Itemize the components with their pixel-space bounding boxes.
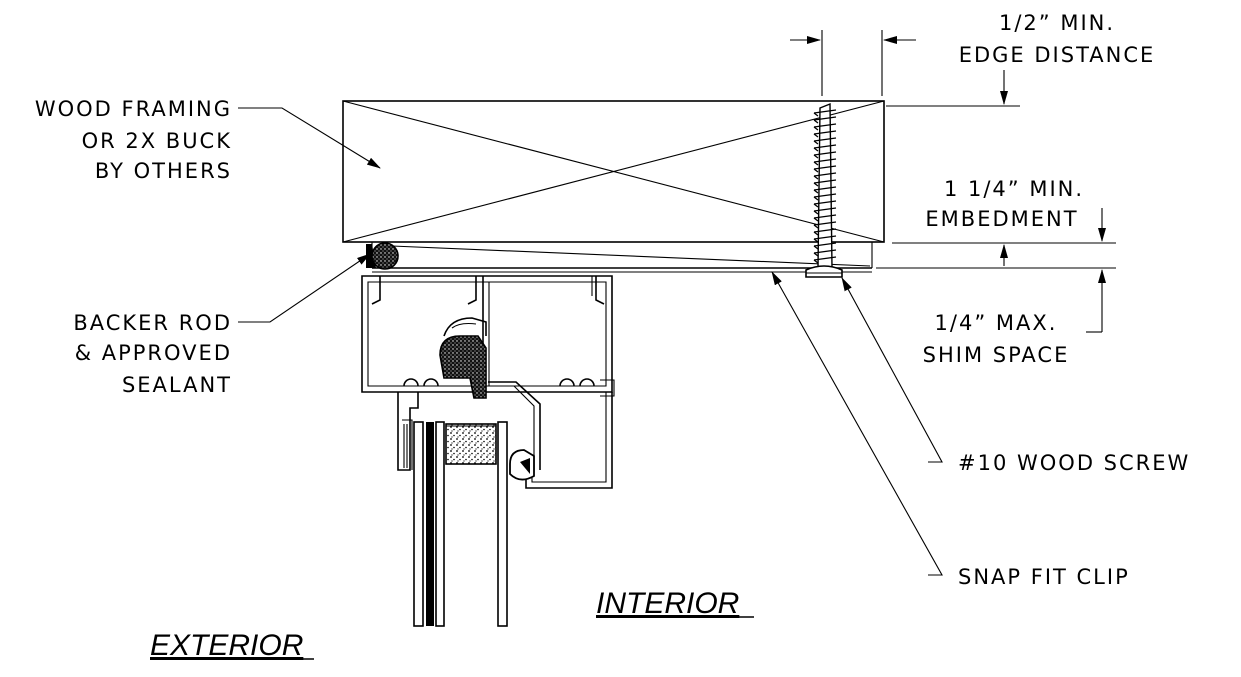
screw-thread <box>813 186 837 194</box>
label-embedment: 1 1/4” MIN. EMBEDMENT <box>925 177 1084 231</box>
screw-thread <box>813 235 837 243</box>
shim-and-clip <box>371 242 873 273</box>
screw-thread <box>813 151 837 159</box>
aluminum-frame-profile <box>361 275 615 489</box>
label-wood-screw: #10 WOOD SCREW <box>958 451 1190 475</box>
leader-lines <box>238 107 943 576</box>
screw-thread <box>813 116 837 124</box>
screw-thread <box>813 228 837 236</box>
wood-framing-block <box>342 100 885 243</box>
edge-distance-line-1: 1/2” MIN. <box>999 11 1115 35</box>
screw-thread <box>813 109 837 117</box>
shim-space-line-2: SHIM SPACE <box>923 343 1070 367</box>
screw-thread <box>813 158 837 166</box>
screw-thread <box>813 179 837 187</box>
screw-thread <box>813 172 837 180</box>
screw-thread <box>813 137 837 145</box>
glass-unit <box>413 421 508 627</box>
screw-thread <box>813 221 837 229</box>
label-backer-rod: BACKER ROD & APPROVED SEALANT <box>73 311 232 397</box>
backer-rod-line-3: SEALANT <box>122 373 232 397</box>
embedment-line-1: 1 1/4” MIN. <box>944 177 1084 201</box>
label-edge-distance: 1/2” MIN. EDGE DISTANCE <box>959 11 1156 67</box>
screw-thread <box>813 193 837 201</box>
screw-thread <box>813 130 837 138</box>
screw-thread <box>813 207 837 215</box>
wood-framing-line-3: BY OTHERS <box>95 159 232 183</box>
screw-thread <box>813 200 837 208</box>
screw-thread <box>813 249 837 257</box>
edge-distance-dimension <box>790 30 1020 107</box>
screw-thread <box>813 242 837 250</box>
label-interior: INTERIOR <box>596 587 739 620</box>
glazing-tape <box>403 424 408 468</box>
label-wood-framing: WOOD FRAMING OR 2X BUCK BY OTHERS <box>35 97 232 183</box>
embedment-line-2: EMBEDMENT <box>925 207 1078 231</box>
screw-thread <box>813 165 837 173</box>
backer-rod-line-2: & APPROVED <box>75 341 232 365</box>
wood-framing-line-2: OR 2X BUCK <box>82 129 232 153</box>
shim-space-line-1: 1/4” MAX. <box>935 311 1058 335</box>
label-snap-fit-clip: SNAP FIT CLIP <box>958 565 1130 589</box>
label-shim-space: 1/4” MAX. SHIM SPACE <box>923 311 1070 367</box>
wood-screw: /* threads drawn below */ <box>805 102 843 278</box>
embedment-dimension <box>876 208 1116 333</box>
backer-rod-line-1: BACKER ROD <box>73 311 232 335</box>
edge-distance-line-2: EDGE DISTANCE <box>959 43 1156 67</box>
wood-framing-line-1: WOOD FRAMING <box>35 97 232 121</box>
backer-rod <box>366 242 399 270</box>
screw-thread <box>813 214 837 222</box>
screw-thread <box>813 144 837 152</box>
screw-thread <box>813 256 837 264</box>
screw-thread <box>813 123 837 131</box>
label-exterior: EXTERIOR <box>150 629 303 662</box>
